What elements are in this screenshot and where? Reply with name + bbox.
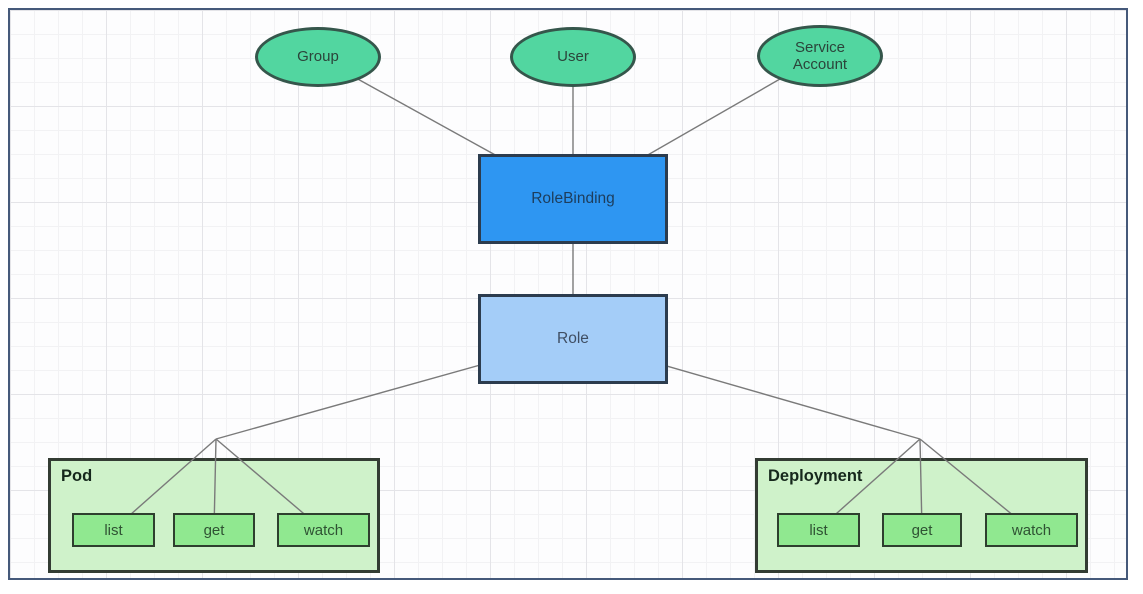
permission-label: list — [809, 521, 828, 539]
permission-box-pod-watch: watch — [277, 513, 370, 547]
permission-label: list — [104, 521, 123, 539]
permission-label: watch — [303, 521, 344, 539]
subject-label-group: Group — [297, 48, 339, 66]
subject-label-service-account: Service Account — [792, 38, 848, 73]
role-label: Role — [557, 330, 589, 347]
rolebinding-label: RoleBinding — [531, 190, 615, 207]
resource-title-pod: Pod — [61, 467, 93, 485]
subject-label-user: User — [557, 48, 589, 66]
resource-title-deployment: Deployment — [768, 467, 863, 485]
permission-box-pod-get: get — [173, 513, 255, 547]
subject-ellipse-service-account: Service Account — [757, 25, 883, 87]
permission-box-deployment-get: get — [882, 513, 962, 547]
role-node: Role — [478, 294, 668, 384]
permission-box-deployment-watch: watch — [985, 513, 1078, 547]
permission-label: watch — [1011, 521, 1052, 539]
subject-ellipse-group: Group — [255, 27, 381, 87]
permission-box-deployment-list: list — [777, 513, 860, 547]
permission-box-pod-list: list — [72, 513, 155, 547]
permission-label: get — [911, 521, 933, 539]
subject-ellipse-user: User — [510, 27, 636, 87]
rolebinding-node: RoleBinding — [478, 154, 668, 244]
permission-label: get — [203, 521, 225, 539]
